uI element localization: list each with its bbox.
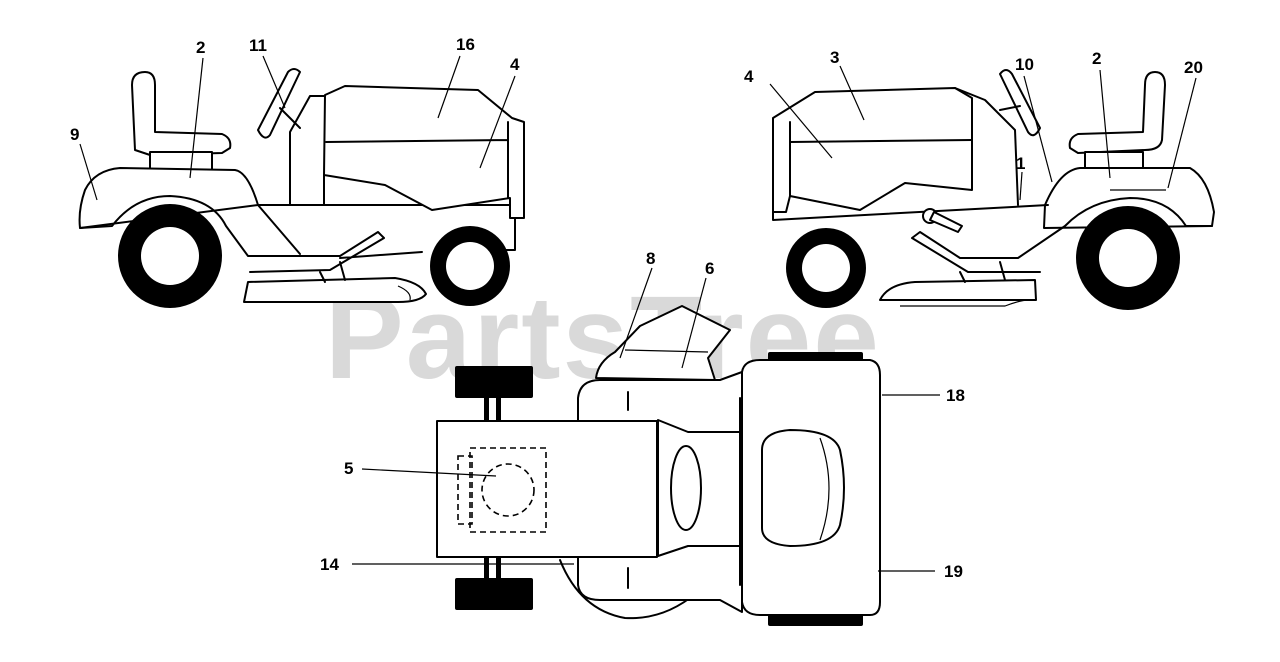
top-front-tire-lower <box>455 578 533 610</box>
top-seat <box>761 429 845 547</box>
right-deck-hanger <box>959 261 1006 283</box>
right-lever-handle <box>929 211 963 233</box>
callout-top-18: 18 <box>946 386 965 405</box>
leader-top-6 <box>681 277 707 369</box>
right-side-view: 4 3 10 2 20 1 <box>744 48 1215 310</box>
leader-left-9 <box>79 143 98 201</box>
right-steering-wheel <box>999 69 1041 137</box>
callout-top-19: 19 <box>944 562 963 581</box>
top-steering-wheel <box>670 445 702 531</box>
top-front-spindle-lower-b <box>496 556 501 578</box>
top-front-tire-upper <box>455 366 533 398</box>
left-rear-rim <box>141 227 199 285</box>
callout-top-14: 14 <box>320 555 339 574</box>
top-open-hood-crease <box>624 349 709 353</box>
left-front-rim <box>446 242 494 290</box>
top-view: 8 6 18 5 14 19 <box>320 249 965 626</box>
leader-right-3 <box>839 65 865 121</box>
leader-right-4 <box>769 83 833 159</box>
callout-top-8: 8 <box>646 249 655 268</box>
right-hood-line <box>789 121 973 197</box>
leader-right-10 <box>1023 75 1053 183</box>
callout-right-20: 20 <box>1184 58 1203 77</box>
top-mower-deck-arc <box>559 559 691 620</box>
leader-left-11 <box>262 55 286 109</box>
left-steering-column <box>279 95 326 206</box>
left-frame <box>79 195 516 273</box>
leader-top-5 <box>361 468 497 477</box>
callout-right-4: 4 <box>744 67 754 86</box>
left-deck-hanger <box>319 261 346 283</box>
leader-top-8 <box>619 267 653 359</box>
top-engine-outline-inner <box>457 455 473 525</box>
callout-right-2: 2 <box>1092 49 1101 68</box>
right-frame <box>772 197 1213 273</box>
top-seat-roll <box>819 437 830 541</box>
right-mower-deck <box>879 279 1037 301</box>
right-hood <box>772 87 973 213</box>
callout-left-16: 16 <box>456 35 475 54</box>
leader-left-16 <box>437 55 461 119</box>
leader-left-2 <box>189 57 204 179</box>
left-side-view: 2 11 16 4 9 <box>70 35 525 308</box>
right-rear-rim <box>1099 229 1157 287</box>
callout-top-5: 5 <box>344 459 353 478</box>
top-engine-fan <box>481 463 535 517</box>
left-hood-line <box>323 121 509 206</box>
left-hood <box>323 85 525 219</box>
right-seat-back <box>1068 71 1166 154</box>
leader-left-4 <box>479 75 516 169</box>
right-deck-skirt <box>900 299 1031 307</box>
top-hood <box>436 420 658 558</box>
leader-right-20 <box>1167 77 1197 189</box>
callout-right-3: 3 <box>830 48 839 67</box>
left-seat-back <box>131 71 232 156</box>
callout-top-6: 6 <box>705 259 714 278</box>
left-seat-base <box>149 151 213 171</box>
callout-left-4: 4 <box>510 55 520 74</box>
callout-left-2: 2 <box>196 38 205 57</box>
top-front-spindle-upper-b <box>496 398 501 422</box>
callout-right-1: 1 <box>1016 154 1025 173</box>
top-front-spindle-upper-a <box>484 398 489 422</box>
left-steering-wheel <box>257 68 301 139</box>
right-steering-column <box>954 87 1021 206</box>
leader-right-1 <box>1019 171 1023 201</box>
left-deck-chute <box>397 285 411 301</box>
callout-left-11: 11 <box>249 36 267 55</box>
top-open-hood <box>595 305 731 381</box>
top-front-spindle-lower-a <box>484 556 489 578</box>
callout-left-9: 9 <box>70 125 79 144</box>
callout-right-10: 10 <box>1015 55 1034 74</box>
leader-right-2 <box>1099 69 1111 179</box>
right-front-rim <box>802 244 850 292</box>
left-mower-deck <box>243 277 427 303</box>
